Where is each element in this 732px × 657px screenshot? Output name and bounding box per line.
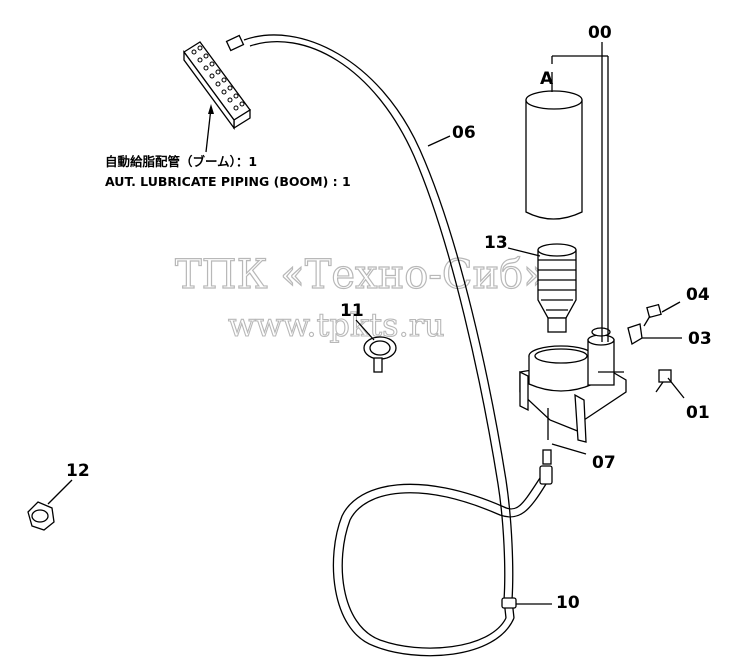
note-japanese: 自動給脂配管（ブーム）：1 bbox=[105, 154, 257, 169]
hose-06 bbox=[243, 34, 553, 657]
note-leader bbox=[205, 107, 212, 153]
label-06: 06 bbox=[452, 123, 476, 143]
watermark: ТПК «Техно-Сиб» www.tpkts.ru bbox=[174, 251, 548, 344]
bellows-13 bbox=[537, 243, 577, 333]
adapter-07 bbox=[542, 449, 552, 465]
label-10: 10 bbox=[556, 593, 580, 613]
label-13: 13 bbox=[484, 233, 508, 253]
label-12: 12 bbox=[66, 461, 90, 481]
label-01: 01 bbox=[686, 403, 710, 423]
label-07: 07 bbox=[592, 453, 616, 473]
note-leader-arrow bbox=[208, 104, 214, 114]
label-04: 04 bbox=[686, 285, 710, 305]
watermark-line2: www.tpkts.ru bbox=[228, 306, 445, 344]
label-03: 03 bbox=[688, 329, 712, 349]
clip-11 bbox=[363, 336, 397, 373]
label-00: 00 bbox=[588, 23, 612, 43]
bolt-01 bbox=[655, 369, 672, 393]
label-a: A bbox=[540, 69, 554, 89]
label-11: 11 bbox=[340, 301, 364, 321]
watermark-line1: ТПК «Техно-Сиб» bbox=[175, 252, 548, 298]
manifold-block bbox=[183, 34, 251, 130]
leader-lines bbox=[47, 42, 685, 605]
note-english: AUT. LUBRICATE PIPING (BOOM) : 1 bbox=[105, 174, 351, 189]
pump-unit bbox=[519, 327, 627, 443]
hose-end-fitting bbox=[539, 465, 553, 485]
plug-12 bbox=[27, 501, 55, 531]
bolt-04 bbox=[643, 303, 662, 327]
cartridge-a bbox=[525, 90, 583, 220]
clamp-03 bbox=[627, 323, 643, 346]
